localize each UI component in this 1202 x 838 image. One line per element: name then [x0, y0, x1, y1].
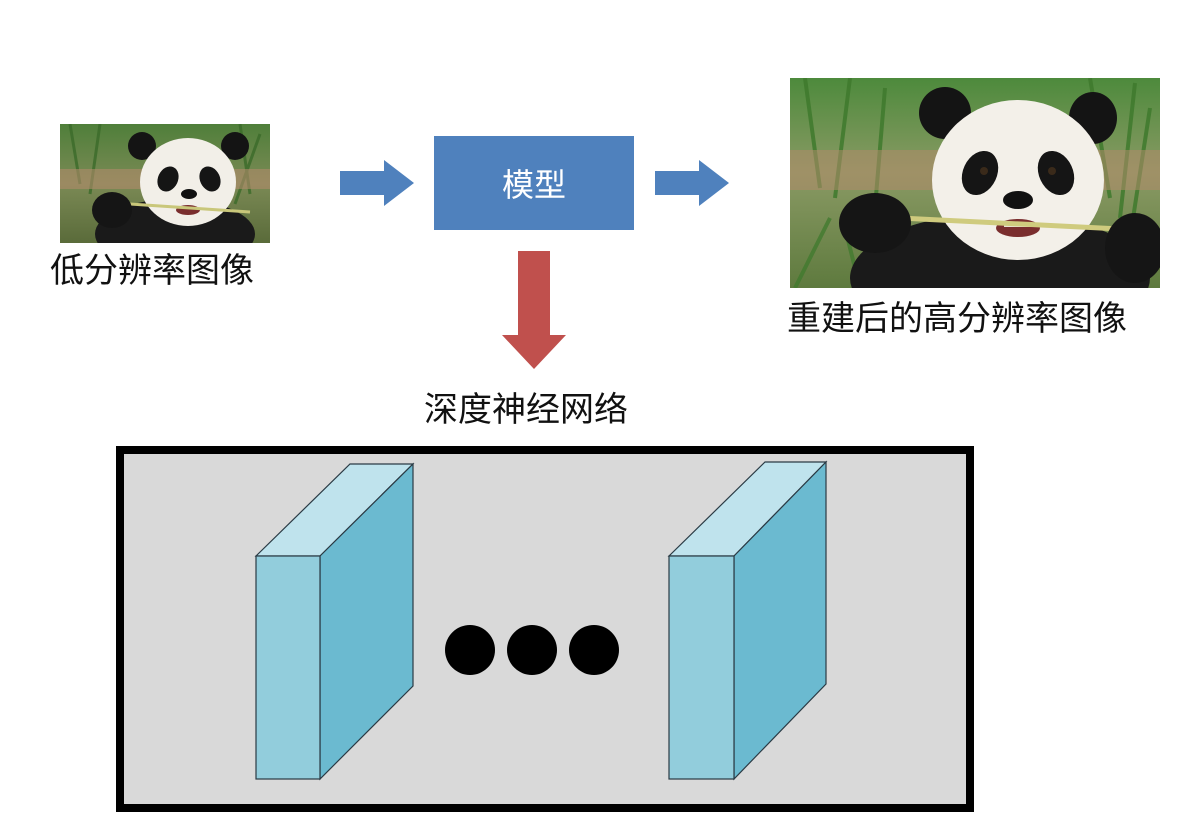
low-res-panda-image [60, 124, 270, 243]
ellipsis-dots [445, 625, 619, 675]
arrow-down-icon [502, 251, 566, 369]
panda-photo-large [790, 78, 1160, 288]
layer-block-first [254, 462, 415, 781]
network-label: 深度神经网络 [424, 390, 628, 430]
input-caption: 低分辨率图像 [50, 251, 254, 291]
output-caption: 重建后的高分辨率图像 [787, 299, 1127, 339]
panda-photo-small [60, 124, 270, 243]
network-layers [254, 460, 828, 781]
arrow-right-icon [340, 160, 414, 206]
arrow-right-icon [655, 160, 729, 206]
layer-block-last [667, 460, 828, 781]
high-res-panda-image [790, 78, 1160, 288]
model-label: 模型 [501, 166, 566, 204]
model-box: 模型 [434, 136, 634, 230]
